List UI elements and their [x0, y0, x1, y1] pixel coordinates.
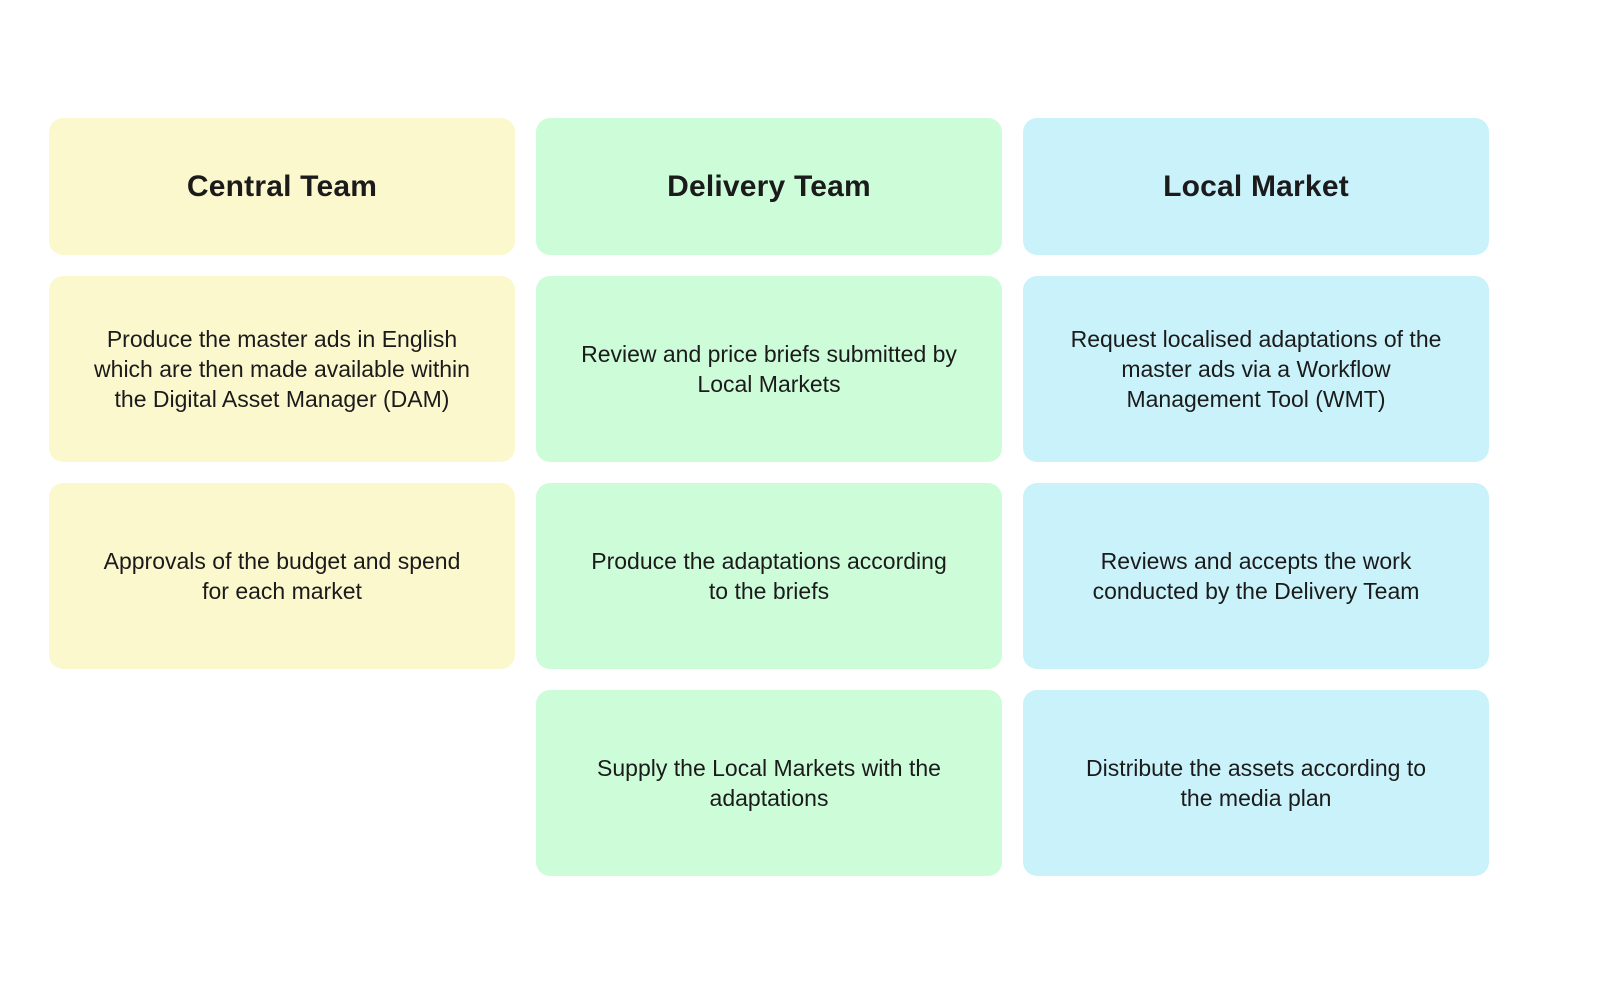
card-central-team-2: Approvals of the budget and spend for ea… — [49, 483, 515, 669]
column-header-label: Delivery Team — [667, 169, 871, 203]
card-text: Distribute the assets according to the m… — [1085, 755, 1427, 811]
card-delivery-team-2: Produce the adaptations according to the… — [536, 483, 1002, 669]
card-local-market-1: Request localised adaptations of the mas… — [1023, 276, 1489, 462]
card-text: Supply the Local Markets with the adapta… — [597, 755, 941, 811]
column-delivery-team: Delivery Team Review and price briefs su… — [536, 118, 1002, 876]
card-text: Review and price briefs submitted by Loc… — [581, 341, 957, 397]
card-text: Produce the master ads in English which … — [94, 326, 470, 412]
column-header-delivery-team: Delivery Team — [536, 118, 1002, 255]
column-header-label: Central Team — [186, 169, 378, 203]
card-delivery-team-1: Review and price briefs submitted by Loc… — [536, 276, 1002, 462]
card-text: Produce the adaptations according to the… — [591, 548, 947, 604]
column-central-team: Central Team Produce the master ads in E… — [49, 118, 515, 669]
card-central-team-1: Produce the master ads in English which … — [49, 276, 515, 462]
card-text: Reviews and accepts the work conducted b… — [1092, 548, 1420, 604]
column-local-market: Local Market Request localised adaptatio… — [1023, 118, 1489, 876]
card-text: Approvals of the budget and spend for ea… — [103, 548, 461, 604]
card-local-market-3: Distribute the assets according to the m… — [1023, 690, 1489, 876]
card-delivery-team-3: Supply the Local Markets with the adapta… — [536, 690, 1002, 876]
card-local-market-2: Reviews and accepts the work conducted b… — [1023, 483, 1489, 669]
column-header-local-market: Local Market — [1023, 118, 1489, 255]
card-text: Request localised adaptations of the mas… — [1070, 326, 1442, 412]
column-header-label: Local Market — [1163, 169, 1349, 203]
column-header-central-team: Central Team — [49, 118, 515, 255]
